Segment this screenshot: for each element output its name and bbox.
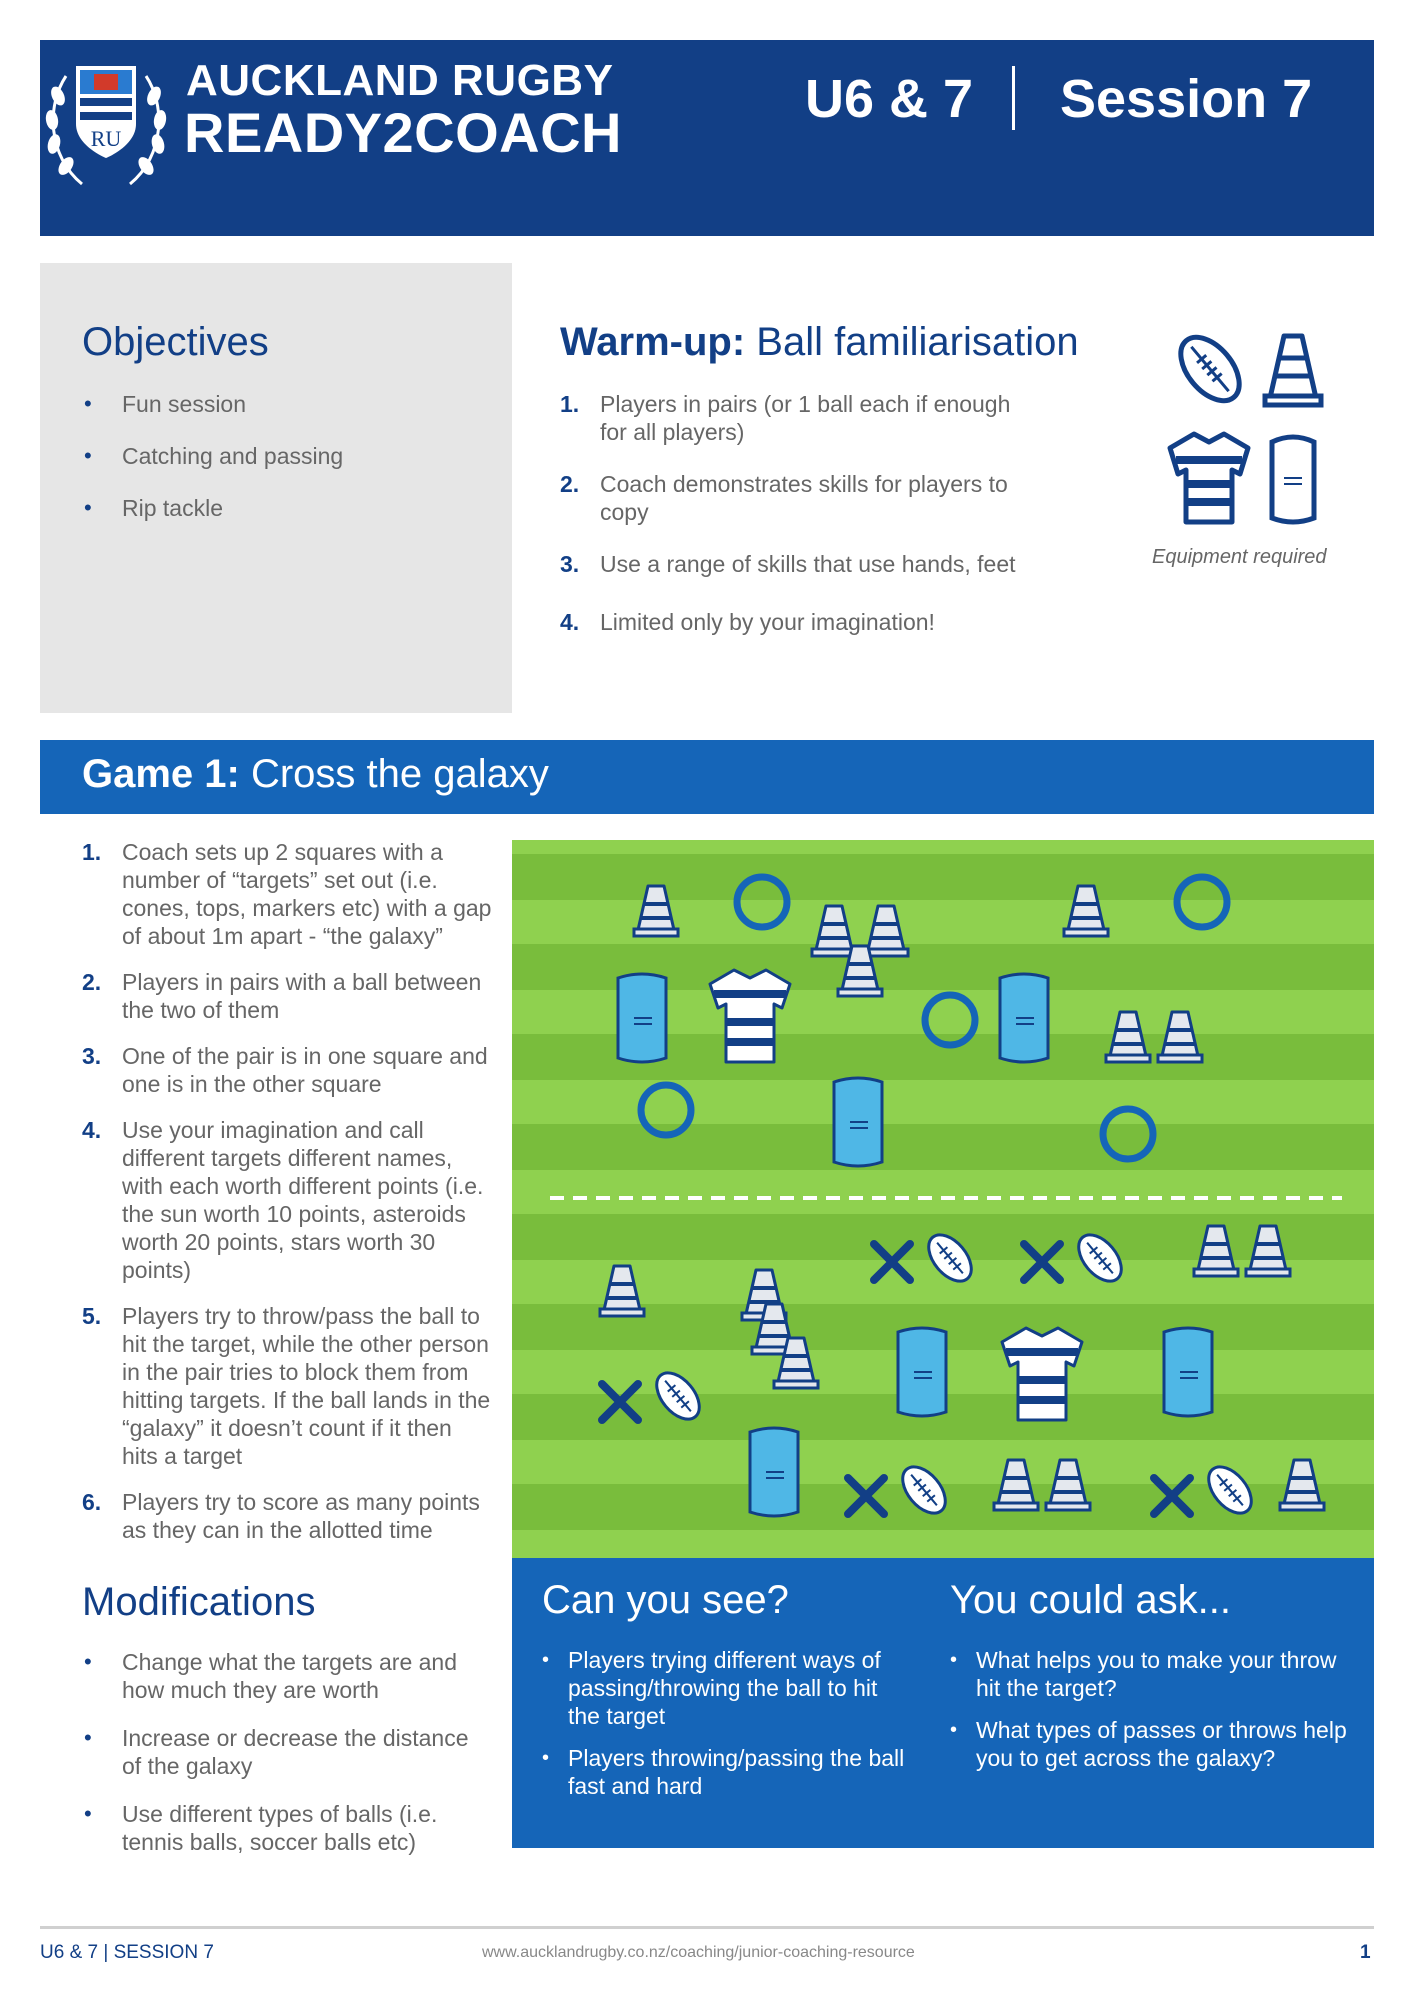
list-item: 1.Players in pairs (or 1 ball each if en…: [560, 391, 1011, 445]
list-item: 1.Coach sets up 2 squares with a number …: [82, 839, 492, 949]
list-item: 3.One of the pair is in one square and o…: [82, 1043, 488, 1097]
list-item: 4.Use your imagination and call differen…: [82, 1117, 484, 1283]
auckland-rugby-crest-icon: RU: [45, 66, 167, 186]
warmup-title: Warm-up: Ball familiarisation: [560, 320, 1079, 364]
list-item: 2.Coach demonstrates skills for players …: [560, 471, 1008, 525]
could-ask-list: •What helps you to make your throw hit t…: [950, 1646, 1350, 1772]
equipment-label: Equipment required: [1152, 546, 1327, 568]
jersey-icon: [1167, 431, 1251, 525]
could-ask-title: You could ask...: [950, 1578, 1231, 1622]
modifications-list: •Change what the targets are and how muc…: [82, 1648, 494, 1856]
list-item: 4.Limited only by your imagination!: [560, 609, 935, 635]
list-item: 5.Players try to throw/pass the ball to …: [82, 1303, 491, 1469]
can-you-see-title: Can you see?: [542, 1578, 789, 1622]
footer-url-link[interactable]: www.aucklandrugby.co.nz/coaching/junior-…: [482, 1944, 915, 1961]
age-group-title: U6 & 7: [805, 69, 974, 129]
list-item: •Increase or decrease the distance of th…: [84, 1725, 469, 1779]
brand-program: READY2COACH: [184, 101, 622, 164]
list-item: •What helps you to make your throw hit t…: [950, 1647, 1337, 1701]
objectives-list: •Fun session •Catching and passing •Rip …: [82, 390, 502, 522]
list-item: •Use different types of balls (i.e. tenn…: [84, 1801, 438, 1855]
game-list: 1.Coach sets up 2 squares with a number …: [82, 838, 494, 1544]
tackle-bag-icon: [1269, 434, 1317, 525]
warmup-list: 1.Players in pairs (or 1 ball each if en…: [560, 390, 1030, 636]
footer-divider: [40, 1926, 1374, 1929]
page-number: 1: [1360, 1942, 1371, 1963]
list-item: •Players throwing/passing the ball fast …: [542, 1745, 905, 1799]
game-banner: [40, 740, 1374, 814]
svg-text:RU: RU: [91, 126, 122, 151]
footer-session-label: U6 & 7 | SESSION 7: [40, 1942, 214, 1963]
modifications-title: Modifications: [82, 1580, 316, 1624]
cone-icon: [1262, 333, 1324, 408]
list-item: 2.Players in pairs with a ball between t…: [82, 969, 482, 1023]
objectives-title: Objectives: [82, 320, 269, 364]
objectives-panel: [40, 263, 512, 713]
rugby-ball-icon: [1178, 334, 1242, 404]
can-you-see-list: •Players trying different ways of passin…: [542, 1646, 912, 1800]
header-divider: [1012, 66, 1015, 130]
list-item: •Catching and passing: [84, 443, 344, 469]
list-item: •Players trying different ways of passin…: [542, 1647, 881, 1729]
game-title: Game 1: Cross the galaxy: [82, 752, 549, 796]
session-title: Session 7: [1060, 69, 1313, 129]
game-field-diagram: [512, 840, 1374, 1558]
brand-name: AUCKLAND RUGBY: [186, 56, 614, 105]
list-item: •Rip tackle: [84, 495, 223, 521]
list-item: 3.Use a range of skills that use hands, …: [560, 551, 1016, 577]
questions-panel: [512, 1558, 1374, 1848]
list-item: •Fun session: [84, 391, 247, 417]
list-item: •What types of passes or throws help you…: [950, 1717, 1347, 1771]
list-item: 6.Players try to score as many points as…: [82, 1489, 480, 1543]
header-banner: [40, 40, 1374, 236]
list-item: •Change what the targets are and how muc…: [84, 1649, 458, 1703]
